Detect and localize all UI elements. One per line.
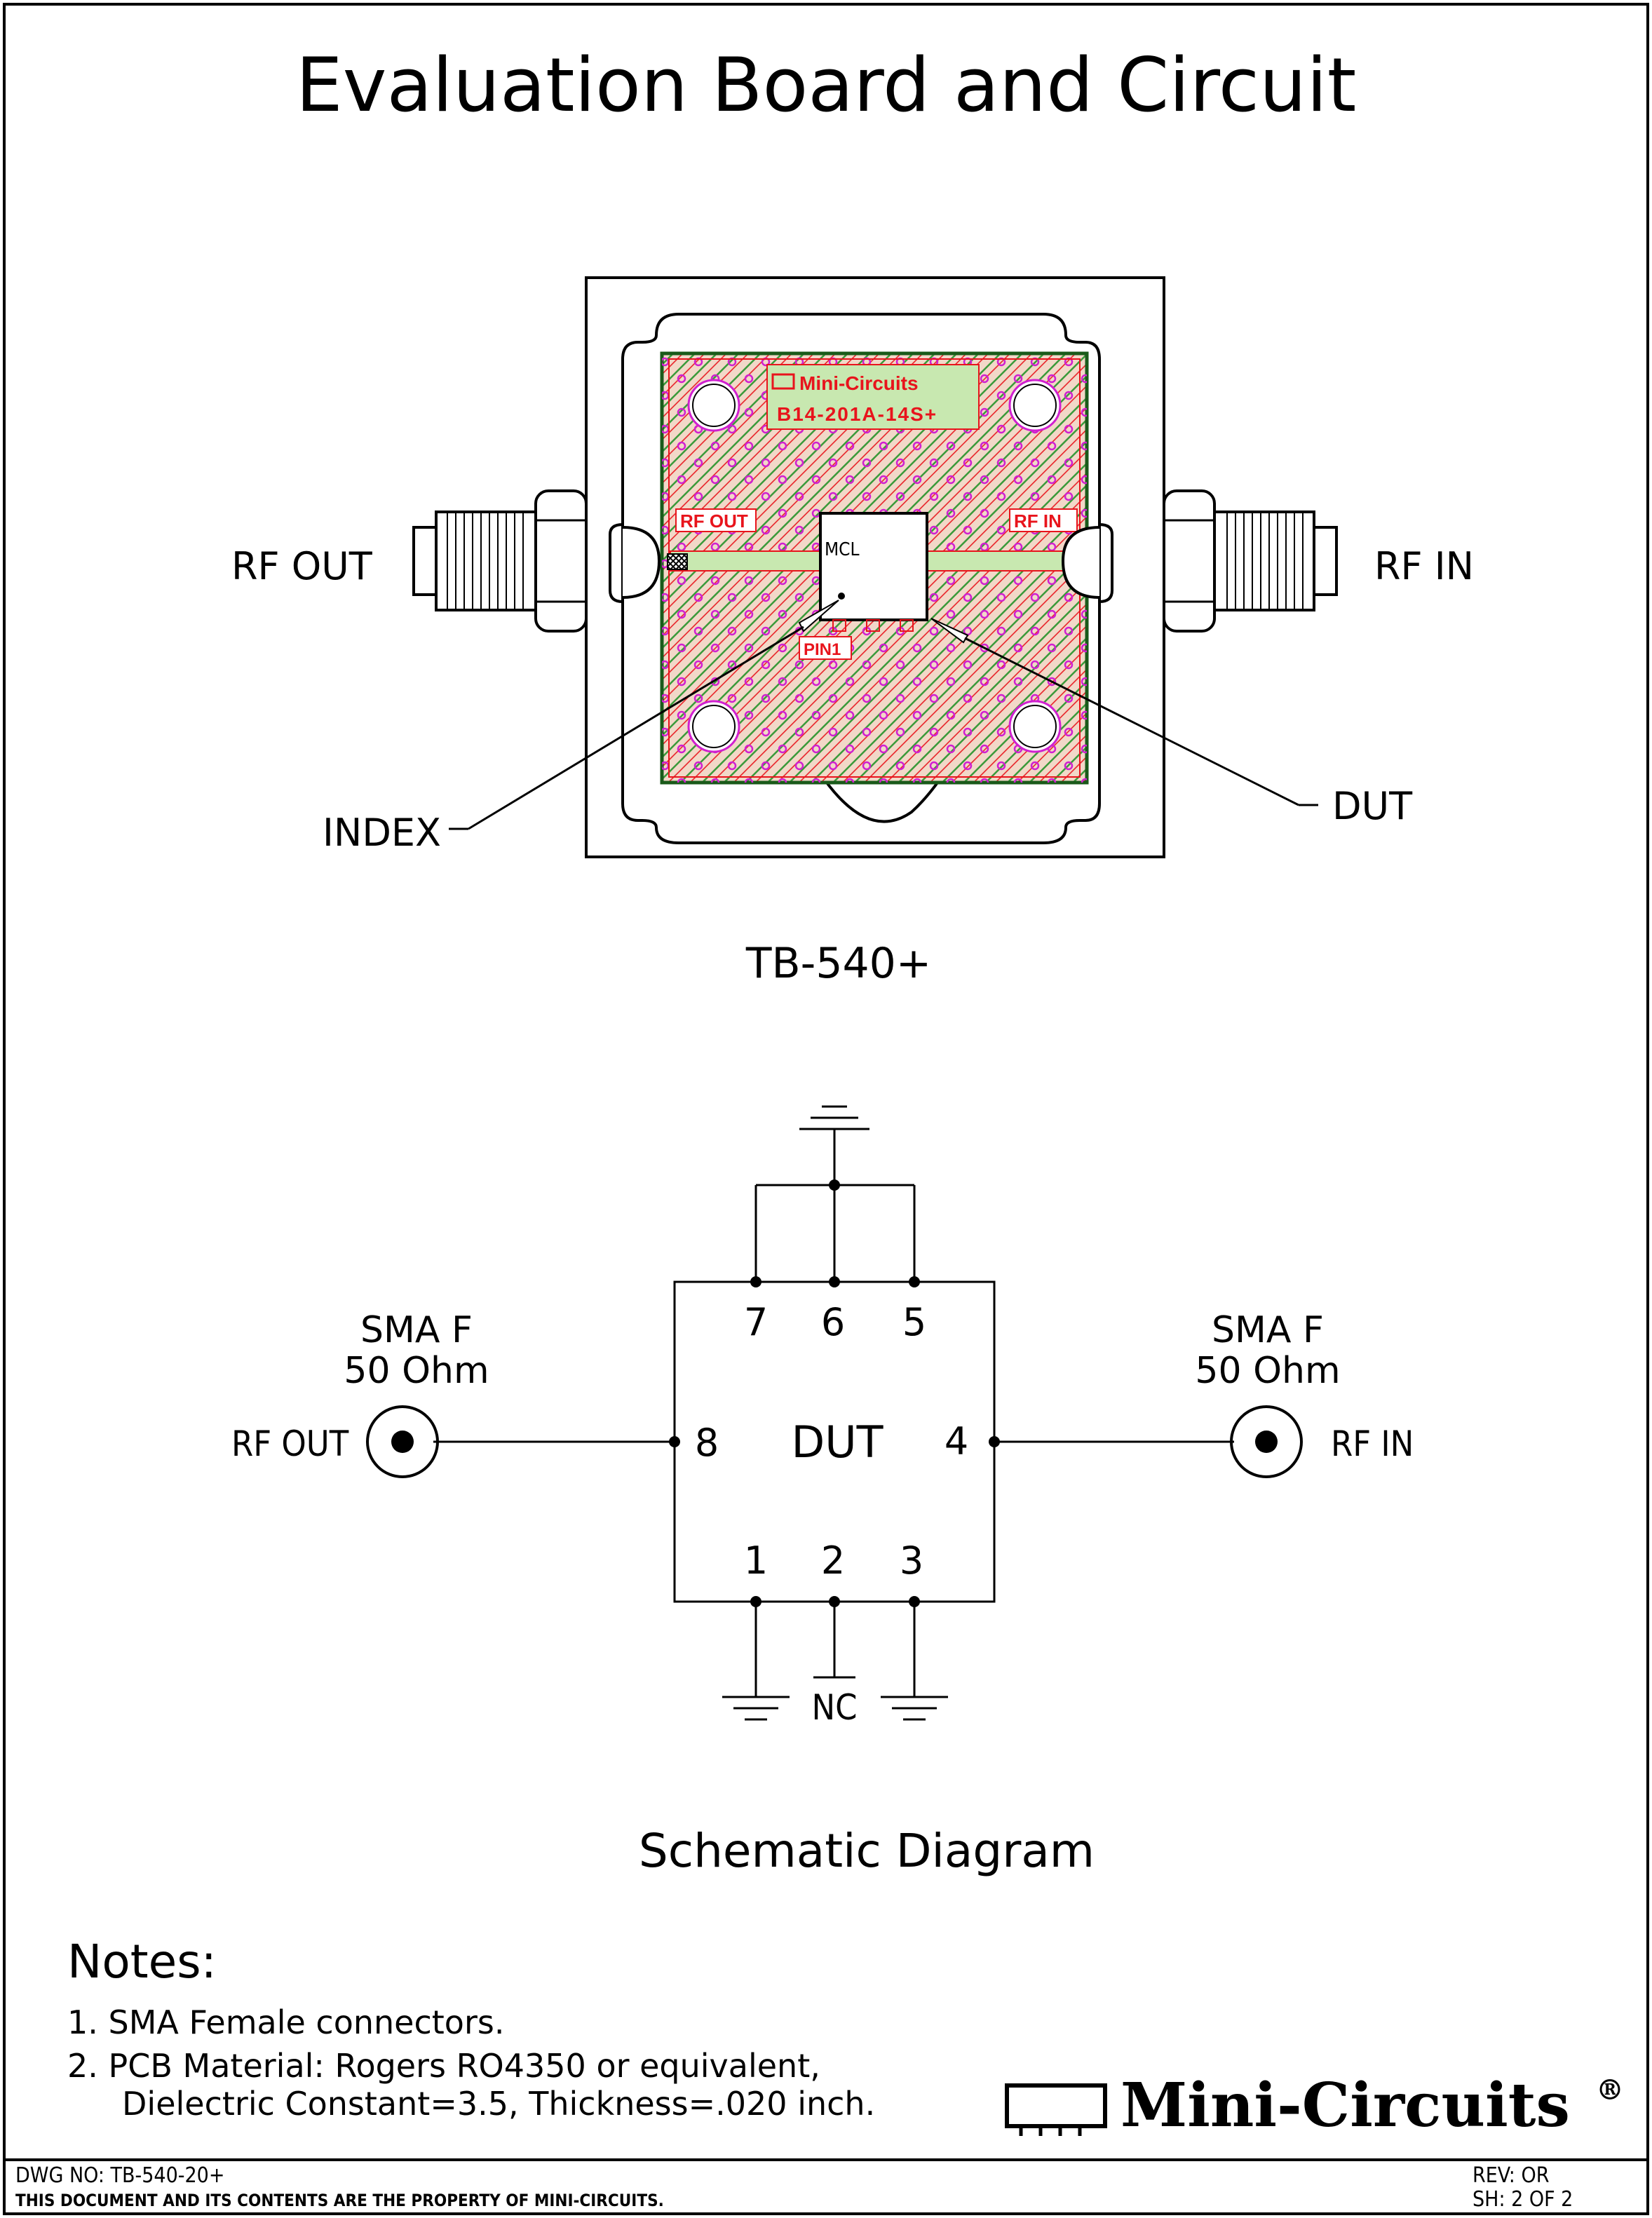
schematic <box>366 1105 1303 1721</box>
board-caption: TB-540+ <box>745 939 931 988</box>
evaluation-board: Mini-Circuits B14-201A-14S+ RF OUT RF IN… <box>231 276 1474 988</box>
left-connector-type: SMA F <box>360 1309 473 1351</box>
left-connector-impedance: 50 Ohm <box>344 1350 489 1392</box>
mounting-holes <box>687 379 1062 753</box>
note-2-continued: Dielectric Constant=3.5, Thickness=.020 … <box>122 2085 875 2123</box>
pin-7-label: 7 <box>744 1300 768 1344</box>
index-callout: INDEX <box>323 811 441 855</box>
board-rf-out-label: RF OUT <box>231 544 373 588</box>
logo-registered-mark: ® <box>1596 2074 1624 2107</box>
schematic-caption: Schematic Diagram <box>639 1824 1095 1878</box>
pin-1-label: 1 <box>744 1539 768 1583</box>
drawing-number: DWG NO: TB-540-20+ <box>15 2163 224 2188</box>
pcb-logo-text: Mini-Circuits <box>799 372 919 394</box>
schematic-junctions <box>391 1179 1278 1607</box>
sheet-border <box>3 3 1649 2215</box>
schematic-rf-in-label: RF IN <box>1331 1424 1414 1464</box>
title-block: DWG NO: TB-540-20+ THIS DOCUMENT AND ITS… <box>4 2158 1648 2212</box>
schematic-dut-label: DUT <box>792 1416 884 1468</box>
pcb-part-number: B14-201A-14S+ <box>777 403 937 425</box>
notes: Notes: 1. SMA Female connectors. 2. PCB … <box>67 1935 875 2123</box>
property-notice: THIS DOCUMENT AND ITS CONTENTS ARE THE P… <box>15 2191 664 2210</box>
pin1-label: PIN1 <box>804 640 841 659</box>
logo-text: Mini-Circuits <box>1120 2070 1570 2141</box>
nc-label: NC <box>811 1687 857 1728</box>
right-connector-impedance: 50 Ohm <box>1195 1350 1340 1392</box>
pin-2-label: 2 <box>821 1539 845 1583</box>
right-sma-connector <box>1061 489 1338 633</box>
pin-3-label: 3 <box>900 1539 923 1583</box>
pin-5-label: 5 <box>902 1300 926 1344</box>
dut-chip <box>819 512 928 621</box>
notes-heading: Notes: <box>67 1935 217 1989</box>
chip-marking: MCL <box>825 539 860 560</box>
revision: REV: OR <box>1472 2163 1549 2188</box>
pin-4-label: 4 <box>945 1419 968 1463</box>
pin-6-label: 6 <box>821 1300 845 1344</box>
right-connector-type: SMA F <box>1212 1309 1324 1351</box>
note-1: 1. SMA Female connectors. <box>67 2003 504 2041</box>
schematic-rf-out-label: RF OUT <box>231 1424 349 1464</box>
pcb-rf-out-label: RF OUT <box>680 510 748 532</box>
mini-circuits-logo: Mini-Circuits ® <box>1005 2070 1624 2141</box>
pcb-rf-in-label: RF IN <box>1014 510 1062 532</box>
pin1-index-dot <box>838 593 845 600</box>
sheet-number: SH: 2 OF 2 <box>1472 2187 1573 2212</box>
board-rf-in-label: RF IN <box>1374 544 1474 588</box>
pin-8-label: 8 <box>695 1421 719 1465</box>
page-title: Evaluation Board and Circuit <box>296 42 1357 128</box>
dut-callout: DUT <box>1332 784 1413 828</box>
note-2: 2. PCB Material: Rogers RO4350 or equiva… <box>67 2047 820 2085</box>
left-sma-connector <box>412 489 661 633</box>
